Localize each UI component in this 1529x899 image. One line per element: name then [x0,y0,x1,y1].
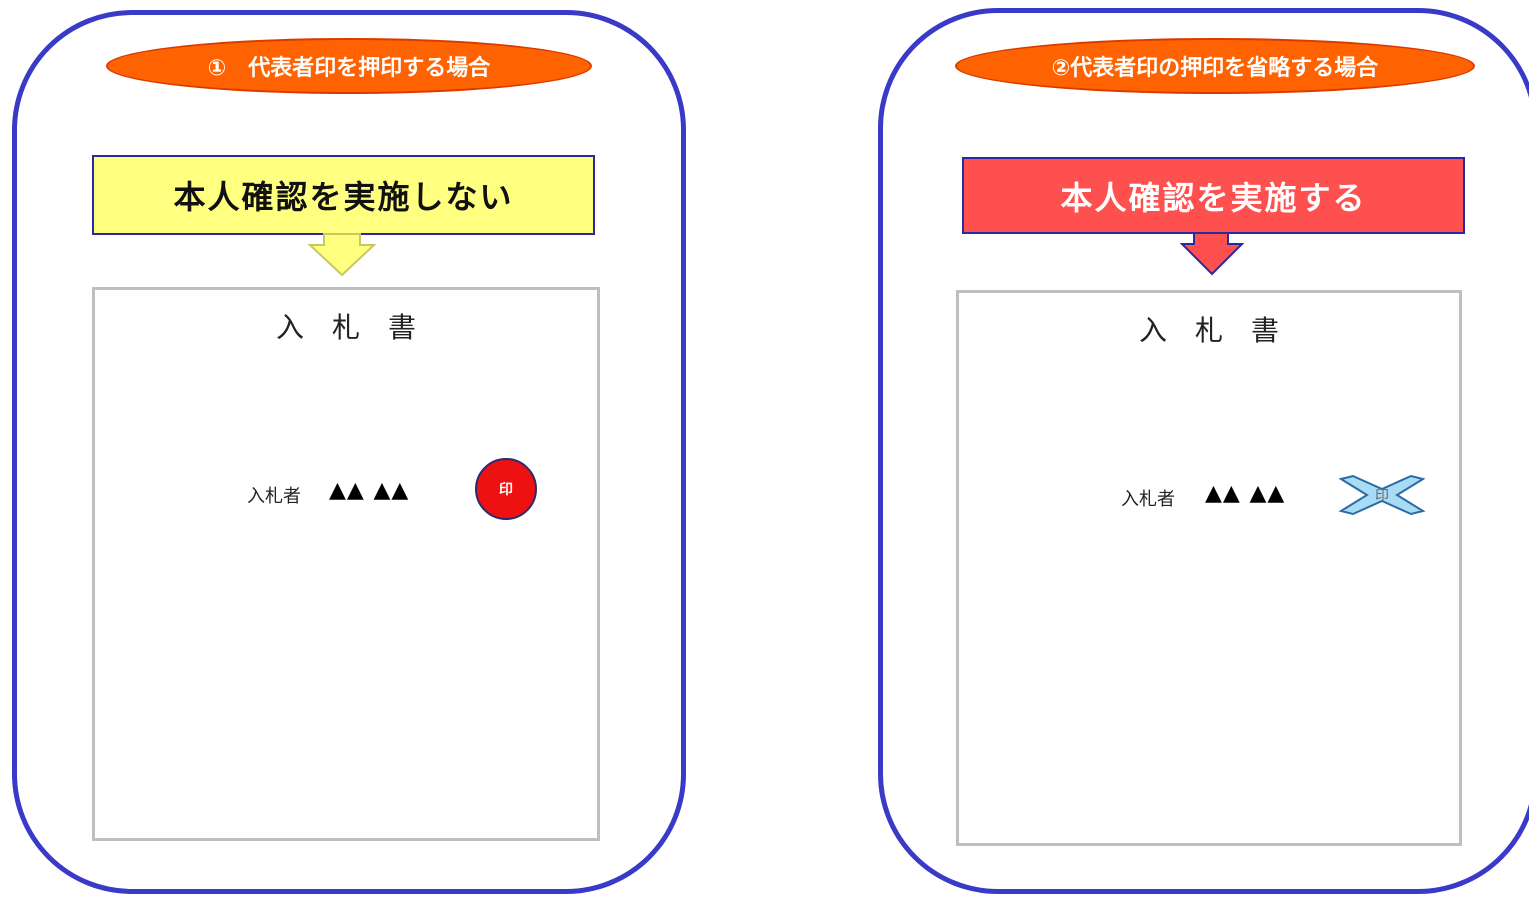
case2-document-title: 入札書 [1138,314,1307,347]
case1-document-title: 入札書 [275,311,444,344]
case1-document: 入札書 入札者 ▲▲ ▲▲ 印 [92,287,600,841]
case2-header: ②代表者印の押印を省略する場合 [955,38,1475,94]
case2-omitted-seal-cross-icon [1338,474,1426,516]
case1-bidder-name: ▲▲ ▲▲ [329,478,410,503]
case2-bidder-name: ▲▲ ▲▲ [1205,481,1286,506]
case2-banner: 本人確認を実施する [962,157,1465,234]
case2-document: 入札書 入札者 ▲▲ ▲▲ 印 [956,290,1462,846]
case1-bidder-label: 入札者 [247,486,301,507]
case1-seal: 印 [475,458,537,520]
case2-omitted-seal-text: 印 [1375,488,1389,504]
case2-down-arrow [1179,232,1245,276]
case1-down-arrow [307,233,377,277]
case2-bidder-label: 入札者 [1121,489,1175,510]
case1-banner: 本人確認を実施しない [92,155,595,235]
case1-header: ① 代表者印を押印する場合 [106,38,592,94]
